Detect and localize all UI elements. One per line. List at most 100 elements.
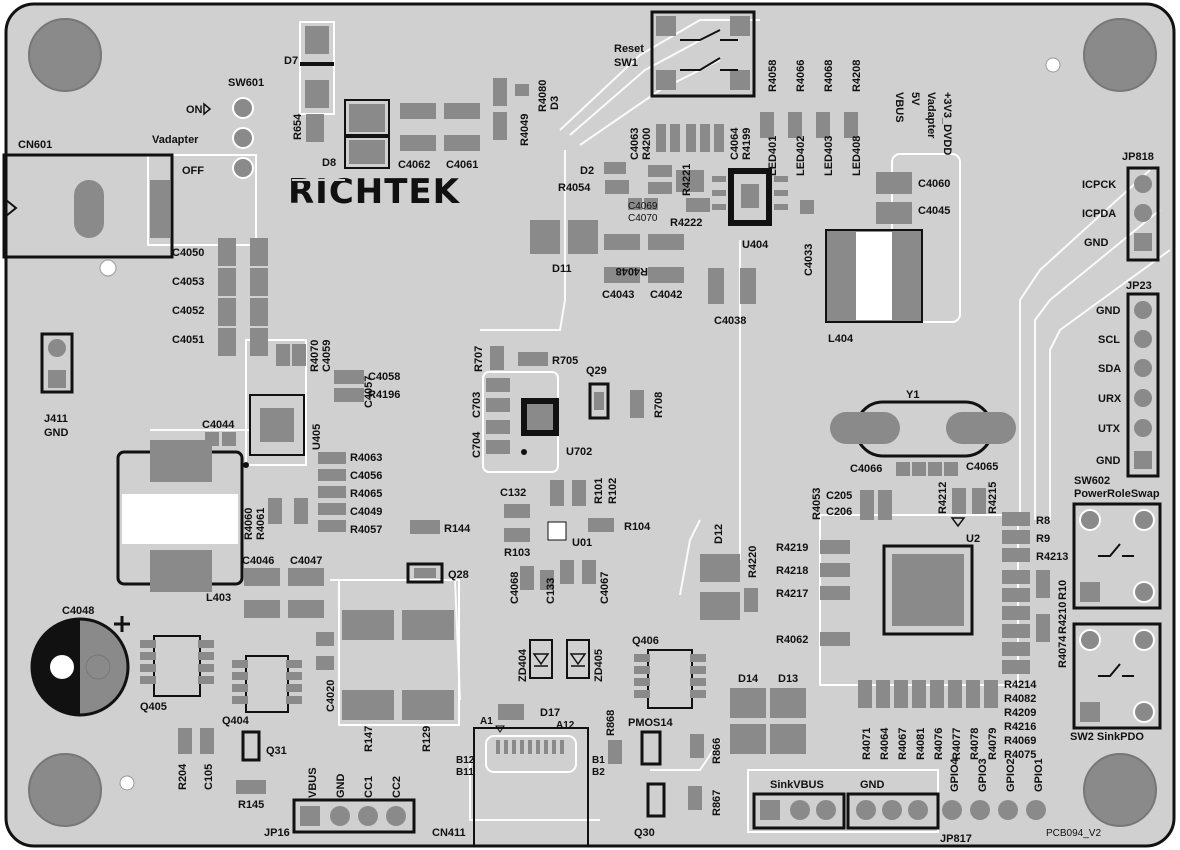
sw601-pin[interactable]: [232, 157, 254, 179]
jp16-pin-vbus: VBUS: [307, 767, 319, 798]
r147-label: R147: [363, 726, 375, 752]
c4058-label: C4058: [368, 371, 400, 383]
q405-pins: [140, 640, 214, 684]
cn411-pin-a1-marker: [495, 725, 505, 733]
sinkvbus-header[interactable]: [752, 792, 846, 830]
gpio3-label: GPIO3: [977, 758, 989, 792]
jp23-label: JP23: [1126, 280, 1152, 292]
c4060-label: C4060: [918, 178, 950, 190]
c4020-label: C4020: [325, 680, 337, 712]
q28-label: Q28: [448, 569, 469, 581]
gpio-pin[interactable]: [942, 800, 962, 820]
led408-label: LED408: [851, 136, 863, 176]
jp23-pin: [1134, 359, 1152, 377]
d13-label: D13: [778, 673, 798, 685]
sw2-outline[interactable]: [1072, 622, 1162, 730]
r4071-label: R4071: [861, 728, 873, 760]
r708-label: R708: [653, 392, 665, 418]
gpio-pin[interactable]: [1026, 800, 1046, 820]
l404-center: [856, 232, 892, 320]
reset-label: Reset: [614, 43, 644, 55]
r204-label: R204: [177, 763, 189, 790]
u702-pin1-dot: [521, 449, 527, 455]
r4057-label: R4057: [350, 524, 382, 536]
reset-switch-outline[interactable]: [650, 10, 756, 98]
r4078-label: R4078: [969, 728, 981, 760]
r8-label: R8: [1036, 515, 1050, 527]
r4222-label: R4222: [670, 217, 702, 229]
jp818-pin: [1134, 233, 1152, 251]
u702-pad: [527, 404, 553, 430]
jp23-header[interactable]: [1126, 292, 1160, 478]
jp818-header[interactable]: [1126, 166, 1160, 262]
c4047-label: C4047: [290, 555, 322, 567]
on-arrow-icon: [203, 102, 212, 116]
q29-pad: [594, 392, 604, 410]
sinkvbus-label: SinkVBUS: [770, 779, 824, 791]
zd405-label: ZD405: [593, 649, 605, 682]
r4069-label: R4069: [1004, 735, 1036, 747]
rail-vbus-label: VBUS: [893, 92, 905, 123]
r4070-label: R4070: [309, 340, 321, 372]
sw602-outline[interactable]: [1072, 502, 1162, 610]
q29-body: [588, 382, 610, 420]
r4063-label: R4063: [350, 452, 382, 464]
c4068-label: C4068: [509, 572, 521, 604]
jp23-pin: [1134, 330, 1152, 348]
d11-label: D11: [552, 263, 572, 275]
q30-body: [646, 782, 666, 818]
jp818-pin: [1134, 175, 1152, 193]
plus-icon: [114, 616, 130, 632]
led402-label: LED402: [795, 136, 807, 176]
c4063-label: C4063: [629, 128, 641, 160]
c4059-label: C4059: [321, 340, 333, 372]
r4075-label: R4075: [1004, 749, 1036, 761]
c4042-label: C4042: [650, 289, 682, 301]
sw2-label: SW2 SinkPDO: [1070, 731, 1144, 743]
r4065-label: R4065: [350, 488, 382, 500]
r4213-label: R4213: [1036, 551, 1068, 563]
gpio-pin[interactable]: [998, 800, 1018, 820]
r4076-label: R4076: [933, 728, 945, 760]
gpio-pin[interactable]: [970, 800, 990, 820]
via-hole: [119, 775, 135, 791]
mounting-hole-bottom-left: [28, 753, 102, 827]
sw2-pad: [1133, 629, 1155, 651]
r4058-label: R4058: [767, 60, 779, 92]
r4212-label: R4212: [937, 482, 949, 514]
r102-label: R102: [607, 478, 619, 504]
sw601-pin[interactable]: [232, 97, 254, 119]
c4064-label: C4064: [729, 127, 741, 160]
sw601-pin[interactable]: [232, 127, 254, 149]
j411-gnd-label: GND: [44, 427, 69, 439]
gnd-header[interactable]: [846, 792, 940, 830]
l404-label: L404: [828, 333, 854, 345]
mounting-hole-top-left: [28, 18, 102, 92]
cn411-label: CN411: [432, 827, 466, 839]
sw602-label: SW602: [1074, 475, 1110, 487]
c4046-label: C4046: [242, 555, 274, 567]
zd405-body: [566, 639, 590, 679]
zd405-diode-icon: [569, 653, 587, 667]
q31-label: Q31: [266, 745, 287, 757]
r866-label: R866: [711, 738, 723, 764]
sinkvbus-pin: [760, 800, 780, 820]
sw2-switch-symbol: [1098, 663, 1134, 677]
jp23-pin-gnd2: GND: [1096, 455, 1121, 467]
jp16-header[interactable]: [292, 798, 416, 834]
reset-switch-symbol: [680, 29, 738, 71]
j411-header[interactable]: [40, 332, 74, 394]
reset-switch-pad: [656, 70, 676, 90]
y1-crystal-pad: [830, 412, 900, 444]
r4061-label: R4061: [255, 508, 267, 540]
j411-pin: [48, 370, 66, 388]
q28-pad: [414, 568, 436, 578]
jp23-pin-utx: UTX: [1098, 423, 1121, 435]
r4081-label: R4081: [915, 728, 927, 760]
r4209-label: R4209: [1004, 707, 1036, 719]
u405-pad: [260, 408, 294, 442]
c132-label: C132: [500, 487, 526, 499]
reset-switch-pad: [730, 16, 750, 36]
usb-pin-b2: B2: [592, 767, 605, 778]
